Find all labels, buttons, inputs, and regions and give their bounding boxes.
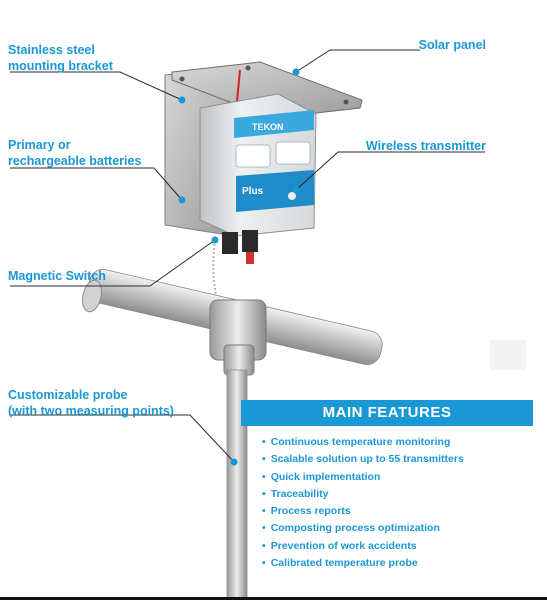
feature-item: Prevention of work accidents: [262, 538, 464, 555]
probe-rod: [226, 369, 248, 600]
bracket-label: Stainless steel mounting bracket: [8, 42, 113, 74]
main-features-list: Continuous temperature monitoring Scalab…: [262, 434, 464, 572]
main-features-header: MAIN FEATURES: [241, 400, 533, 426]
feature-item: Composting process optimization: [262, 520, 464, 537]
feature-item: Quick implementation: [262, 469, 464, 486]
solar-panel-label: Solar panel: [400, 37, 486, 53]
solar-panel-label-text: Solar panel: [418, 38, 486, 52]
probe-label-line1: Customizable probe: [8, 388, 128, 402]
battery-label-line2: rechargeable batteries: [8, 154, 142, 168]
solar-panel: [171, 61, 363, 119]
transmitter-label-text: Wireless transmitter: [365, 139, 486, 153]
feature-item: Continuous temperature monitoring: [262, 434, 464, 451]
probe-label-line2: (with two measuring points): [8, 404, 174, 418]
feature-item: Scalable solution up to 55 transmitters: [262, 451, 464, 468]
transmitter-label: Wireless transmitter: [340, 138, 486, 154]
bracket-label-line1: Stainless steel: [8, 43, 95, 57]
bracket-label-line2: mounting bracket: [8, 59, 113, 73]
magnetic-switch-label: Magnetic Switch: [8, 268, 106, 284]
battery-label: Primary or rechargeable batteries: [8, 137, 141, 169]
feature-item: Calibrated temperature probe: [262, 555, 464, 572]
bottom-border: [0, 597, 547, 600]
background-swatch: [490, 340, 526, 370]
magnetic-switch-label-text: Magnetic Switch: [8, 269, 106, 283]
brand-logo: TEKON: [252, 122, 284, 132]
battery-label-line1: Primary or: [8, 138, 71, 152]
model-name: Plus: [242, 186, 264, 197]
feature-item: Process reports: [262, 503, 464, 520]
probe-label: Customizable probe (with two measuring p…: [8, 387, 174, 419]
feature-item: Traceability: [262, 486, 464, 503]
